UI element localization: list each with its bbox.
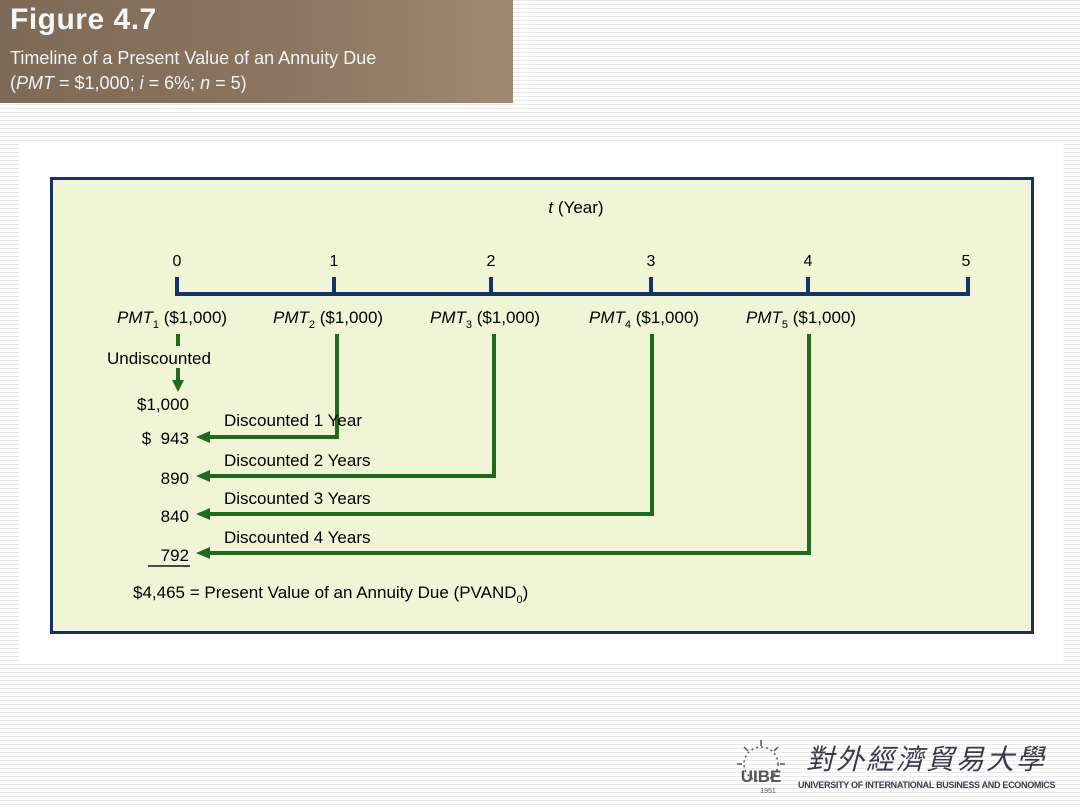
year-label-1: 1 [330,253,339,270]
timeline-axis [175,277,970,296]
discount-label-2: Discounted 2 Years [224,451,371,470]
diagram-box [50,177,1034,634]
svg-text:1951: 1951 [760,788,776,795]
discount-label-3: Discounted 3 Years [224,489,371,508]
payment-label-5: PMT5 ($1,000) [746,308,856,331]
figure-subtitle: Timeline of a Present Value of an Annuit… [10,48,377,68]
year-label-4: 4 [804,253,813,270]
discount-label-4: Discounted 4 Years [224,528,371,547]
discount-label-1: Discounted 1 Year [224,411,362,430]
university-logo: UIBE 1951 對外經濟貿易大學 UNIVERSITY OF INTERNA… [728,738,1058,796]
value-0: $1,000 [137,395,189,414]
logo-english-name: UNIVERSITY OF INTERNATIONAL BUSINESS AND… [798,780,1056,790]
svg-text:UIBE: UIBE [741,767,782,786]
discount-arrow-3 [208,334,654,516]
value-1: $ 943 [142,429,189,448]
figure-parameters: (PMT = $1,000; i = 6%; n = 5) [10,73,247,93]
discount-arrow-4 [208,334,811,555]
uibe-emblem-icon: UIBE 1951 [737,740,785,795]
payment-label-4: PMT4 ($1,000) [589,308,699,331]
value-3: 840 [161,507,189,526]
year-label-3: 3 [647,253,656,270]
payment-label-1: PMT1 ($1,000) [117,308,227,331]
year-label-0: 0 [173,253,182,270]
undiscounted-label: Undiscounted [107,349,211,368]
year-label-2: 2 [487,253,496,270]
year-label-5: 5 [962,253,971,270]
discount-arrow-1 [208,334,339,439]
value-2: 890 [161,469,189,488]
figure-number: Figure 4.7 [10,3,157,36]
axis-label: t (Year) [548,198,603,217]
logo-chinese-name: 對外經濟貿易大學 [806,743,1047,776]
title-banner: Figure 4.7 Timeline of a Present Value o… [0,0,513,103]
discount-arrow-2 [208,334,496,478]
payment-label-3: PMT3 ($1,000) [430,308,540,331]
total-line: $4,465 = Present Value of an Annuity Due… [133,583,528,606]
payment-label-2: PMT2 ($1,000) [273,308,383,331]
value-4: 792 [161,546,189,565]
undiscounted-arrow [172,334,184,392]
